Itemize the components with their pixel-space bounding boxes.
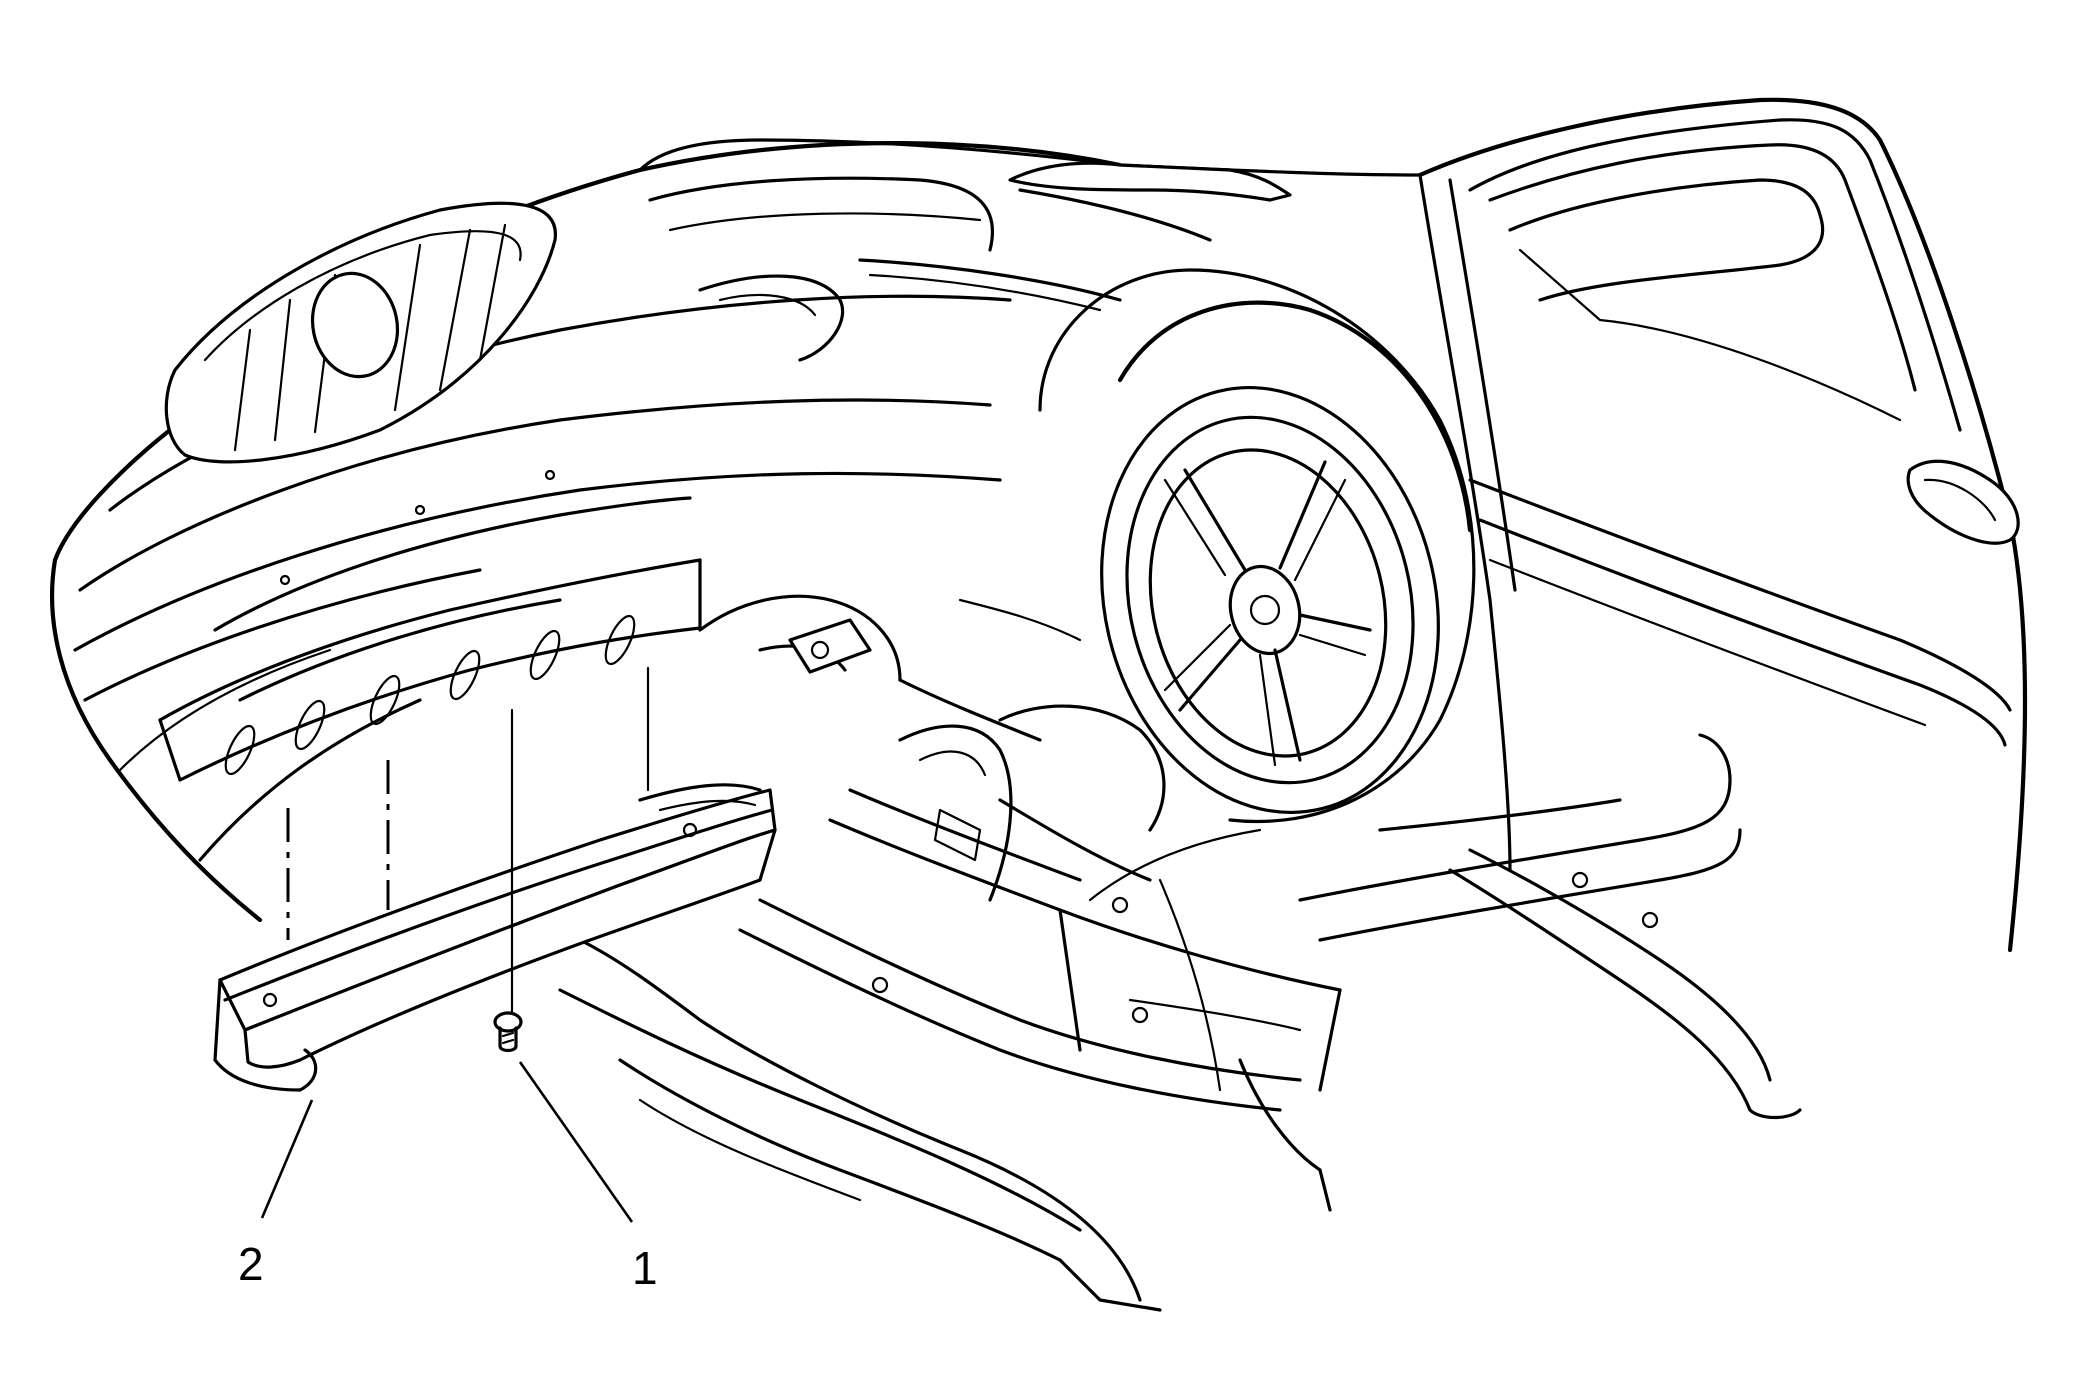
front-fascia bbox=[49, 140, 1123, 923]
part-1-fastener bbox=[493, 1011, 523, 1053]
callout-2: 2 bbox=[238, 1238, 264, 1290]
front-wheel bbox=[1038, 268, 1476, 824]
leader-line-1 bbox=[518, 1061, 634, 1223]
underbody-frame bbox=[558, 724, 1802, 1312]
callout-leaders bbox=[260, 1061, 634, 1223]
grille bbox=[164, 201, 557, 464]
callout-labels: 2 1 bbox=[238, 1238, 658, 1294]
callout-1: 1 bbox=[632, 1242, 658, 1294]
hood-and-fender bbox=[638, 138, 1422, 362]
leader-line-2 bbox=[260, 1099, 314, 1219]
lower-grille bbox=[158, 469, 702, 782]
front-door bbox=[1417, 97, 2028, 953]
part-2-air-deflector bbox=[213, 783, 777, 1092]
alignment-lines bbox=[286, 666, 650, 1014]
wheel-well-structure bbox=[698, 594, 1166, 832]
